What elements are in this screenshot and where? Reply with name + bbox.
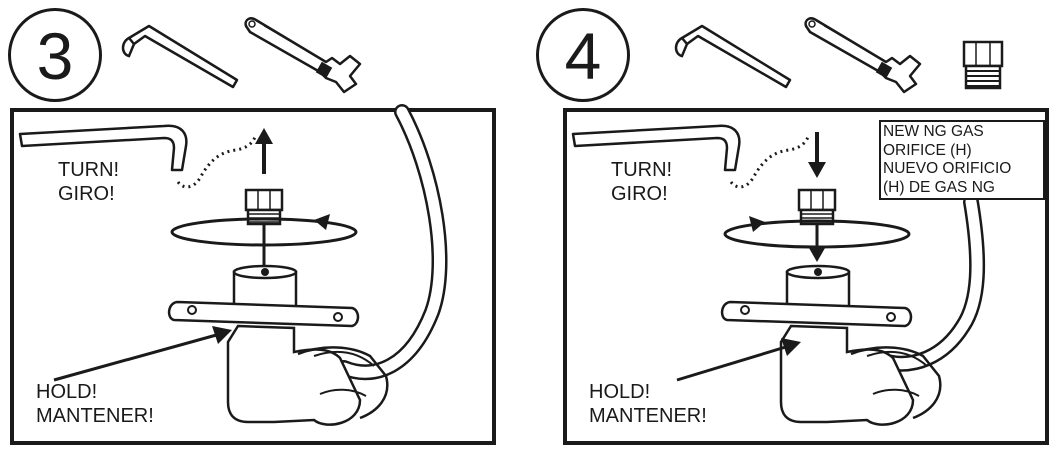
hold-label: HOLD!: [36, 381, 98, 403]
step-3-badge: 3: [8, 8, 102, 102]
step-number: 4: [564, 19, 602, 93]
hold-label-es: MANTENER!: [589, 405, 707, 427]
turn-label: TURN!: [611, 159, 673, 181]
hold-label-es: MANTENER!: [36, 405, 154, 427]
note-line: (H) DE GAS NG: [883, 178, 995, 196]
turn-label-es: GIRO!: [611, 183, 668, 205]
step-4-illustration: [571, 124, 986, 426]
hold-label: HOLD!: [589, 381, 651, 403]
hex-key-icon: [674, 24, 792, 89]
step-4-badge: 4: [536, 8, 630, 102]
gas-orifice-icon: [962, 40, 1004, 90]
step-3-illustration: [18, 104, 448, 426]
step-3-panel: TURN! GIRO! HOLD! MANTENER!: [10, 104, 496, 445]
hex-key-icon: [121, 24, 239, 89]
adjustable-wrench-icon: [804, 17, 922, 94]
note-line: NEW NG GAS: [883, 123, 984, 140]
new-orifice-note: NEW NG GAS ORIFICE (H) NUEVO ORIFICIO (H…: [879, 120, 1045, 200]
step-4-panel: TURN! GIRO! HOLD! MANTENER! NEW NG GAS O…: [563, 108, 1049, 445]
turn-label-es: GIRO!: [58, 183, 115, 205]
note-line: ORIFICE (H): [883, 141, 972, 159]
note-line: NUEVO ORIFICIO: [883, 160, 1012, 177]
step-number: 3: [36, 19, 74, 93]
turn-label: TURN!: [58, 159, 120, 181]
adjustable-wrench-icon: [244, 17, 362, 94]
